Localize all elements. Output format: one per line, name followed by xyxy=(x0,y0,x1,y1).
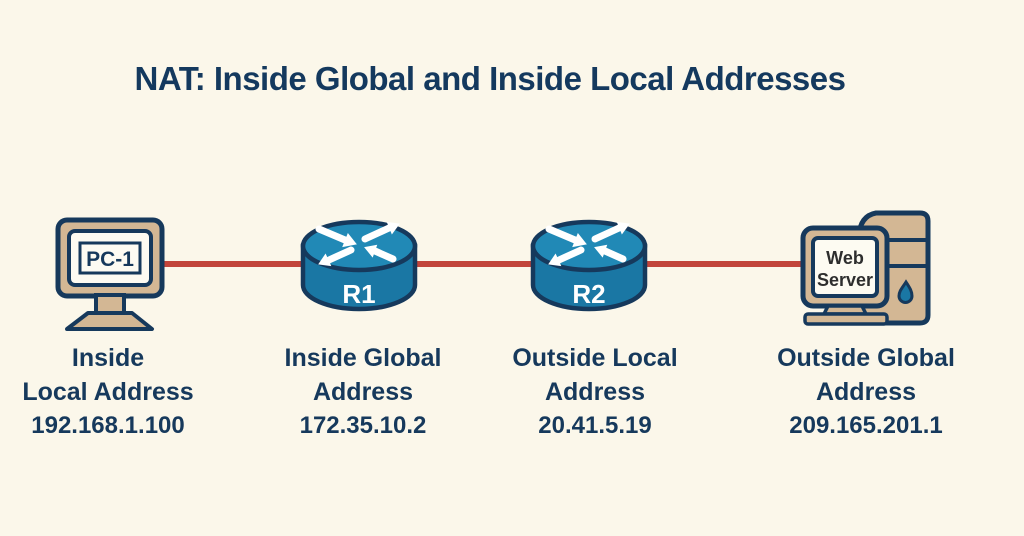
pc-icon: PC-1 xyxy=(55,217,165,331)
address-role-line1: Inside Global xyxy=(284,344,442,372)
address-role-line2: Address xyxy=(312,378,414,406)
router-r2-label: R2 xyxy=(572,279,605,309)
address-role-line2: Address xyxy=(815,378,917,406)
diagram-title: NAT: Inside Global and Inside Local Addr… xyxy=(134,60,847,97)
drop-icon xyxy=(897,279,914,304)
web-server-icon: Web Server xyxy=(800,210,931,326)
ip-address: 20.41.5.19 xyxy=(538,412,652,439)
router-arrows-icon xyxy=(315,221,400,267)
ip-address: 172.35.10.2 xyxy=(299,412,427,439)
router-arrows-icon xyxy=(545,221,630,267)
ip-address: 209.165.201.1 xyxy=(789,412,943,439)
address-label-outside-local: Outside Local Address 20.41.5.19 xyxy=(487,341,703,443)
router-r1-icon: R1 xyxy=(300,219,418,312)
server-label-line1: Web xyxy=(826,248,864,268)
ip-address: 192.168.1.100 xyxy=(31,412,185,439)
pc-monitor: PC-1 xyxy=(55,217,165,299)
address-role-line1: Outside Local xyxy=(512,344,678,372)
network-link-line xyxy=(160,261,806,267)
address-role-line2: Local Address xyxy=(22,378,194,406)
address-label-inside-local: Inside Local Address 192.168.1.100 xyxy=(0,341,216,443)
pc-label: PC-1 xyxy=(86,248,134,271)
address-role-line1: Inside xyxy=(71,344,145,372)
address-label-outside-global: Outside Global Address 209.165.201.1 xyxy=(750,341,982,443)
address-role-line2: Address xyxy=(544,378,646,406)
address-role-line1: Outside Global xyxy=(777,344,955,372)
router-r1-label: R1 xyxy=(342,279,375,309)
server-monitor: Web Server xyxy=(800,225,890,326)
pc-stand xyxy=(65,293,154,331)
address-label-inside-global: Inside Global Address 172.35.10.2 xyxy=(255,341,471,443)
server-label-line2: Server xyxy=(817,270,873,290)
router-r2-icon: R2 xyxy=(530,219,648,312)
